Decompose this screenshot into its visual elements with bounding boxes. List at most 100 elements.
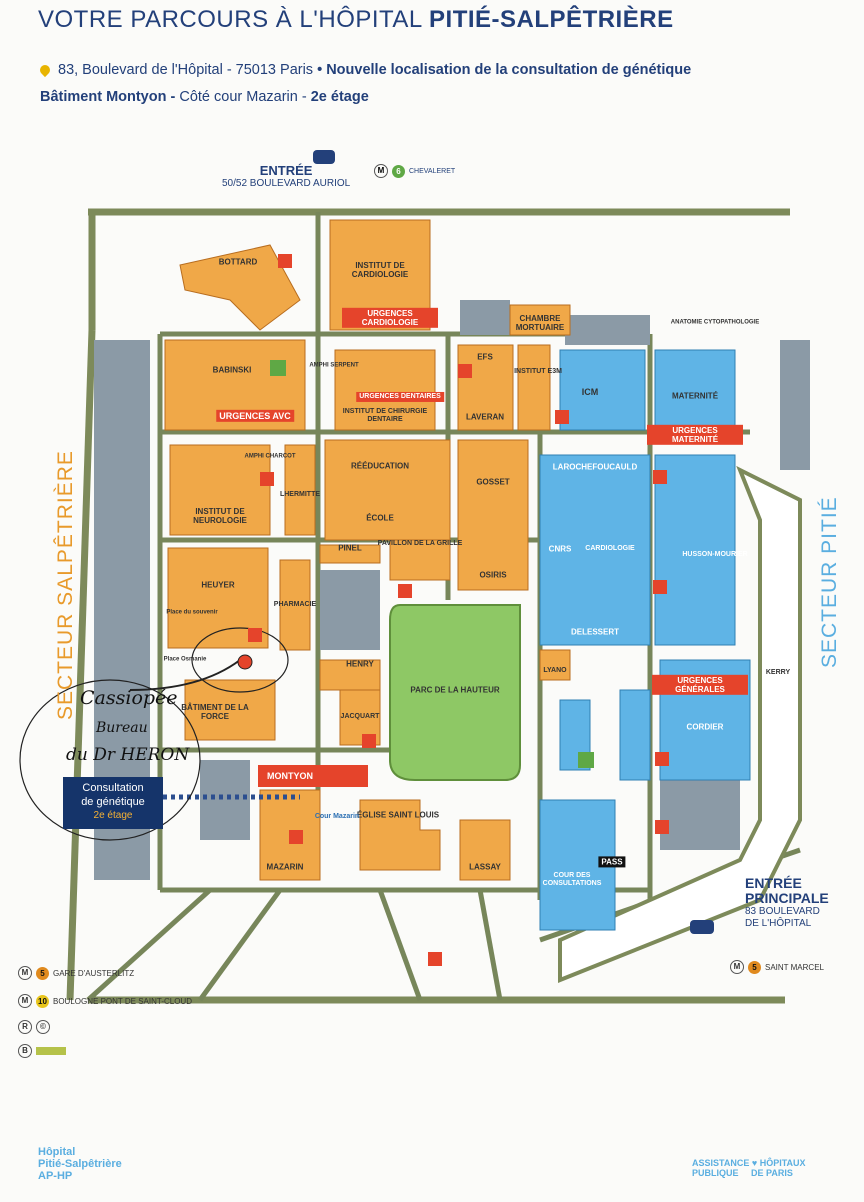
legend-rer: R © <box>18 1020 50 1034</box>
building-label-heuyer: HEUYER <box>201 580 235 590</box>
entrance-main: ENTRÉE PRINCIPALE 83 BOULEVARD DE L'HÔPI… <box>745 876 829 930</box>
building-label-cardiologie-bleu: CARDIOLOGIE <box>585 544 635 552</box>
rer-line-badge: © <box>36 1020 50 1034</box>
annotation-dr-heron: du Dr HERON <box>66 745 190 765</box>
entrance-main-address1: 83 BOULEVARD <box>745 906 820 917</box>
metro-station-name: SAINT MARCEL <box>765 962 824 972</box>
entrance-main-address2: DE L'HÔPITAL <box>745 918 812 929</box>
building-label-reeducation: RÉÉDUCATION <box>350 461 410 471</box>
building-label-bat-force: BÂTIMENT DE LA FORCE <box>181 702 249 721</box>
bus-lines-badges <box>36 1047 66 1055</box>
metro-station-name: CHEVALERET <box>409 167 456 175</box>
building-label-place-du-souvenir: Place du souvenir <box>166 609 218 616</box>
building-label-pinel: PINEL <box>338 543 362 553</box>
page-title: VOTRE PARCOURS À L'HÔPITAL PITIÉ-SALPÊTR… <box>38 6 674 34</box>
metro-line-badge: 10 <box>36 994 49 1008</box>
legend-metro-saint-marcel: M 5 SAINT MARCEL <box>730 960 824 974</box>
building-label-lhermitte: LHERMITTE <box>279 490 321 498</box>
building-label-chambre-mortuaire: CHAMBRE MORTUAIRE <box>515 313 565 332</box>
building-label-lassay: LASSAY <box>469 862 501 872</box>
building-label-delessert: DELESSERT <box>570 627 620 637</box>
consultation-box: Consultation de génétique 2e étage <box>63 777 163 829</box>
annotation-bureau: Bureau <box>96 720 148 736</box>
orange-buildings <box>164 219 571 881</box>
entrance-main-title2: PRINCIPALE <box>745 890 829 906</box>
montyon-building <box>258 765 368 787</box>
entrance-main-title1: ENTRÉE <box>745 875 802 891</box>
footer-right-line3: HÔPITAUX <box>759 1158 806 1168</box>
building-label-montyon: MONTYON <box>267 770 313 781</box>
building-label-ecole: ÉCOLE <box>366 513 394 523</box>
building-label-pass: PASS <box>598 856 626 868</box>
sector-pitie-label: SECTEUR PITIÉ <box>818 496 841 668</box>
building-label-cour-consultations: COUR DES CONSULTATIONS <box>542 871 602 887</box>
building-side: Côté cour Mazarin - <box>179 89 307 105</box>
building-label-henry: HENRY <box>346 659 374 669</box>
metro-chevaleret: M 6 CHEVALERET <box>374 164 455 178</box>
building-label-maternite: MATERNITÉ <box>671 391 719 401</box>
annotation-cassiopee: Cassiopée <box>80 687 178 709</box>
address-note: • Nouvelle localisation de la consultati… <box>317 62 692 78</box>
consultation-line1: Consultation <box>82 782 144 794</box>
building-label-anatomie: ANATOMIE CYTOPATHOLOGIE <box>670 319 760 326</box>
building-label-cordier: CORDIER <box>686 722 724 732</box>
footer-hospital-logo: Hôpital Pitié-Salpêtrière AP-HP <box>38 1146 122 1182</box>
car-icon-main <box>690 920 714 934</box>
metro-icon: M <box>730 960 744 974</box>
metro-station-name: GARE D'AUSTERLITZ <box>53 968 135 978</box>
building-label-parc: PARC DE LA HAUTEUR <box>410 685 500 695</box>
building-label-gosset: GOSSET <box>476 477 510 487</box>
consultation-floor: 2e étage <box>93 810 133 821</box>
building-label-pharmacie: PHARMACIE <box>273 600 317 608</box>
building-label-kerry: KERRY <box>765 668 791 676</box>
building-label-efs: EFS <box>477 352 493 362</box>
roads <box>66 208 790 1004</box>
building-label-chirurgie-dentaire: INSTITUT DE CHIRURGIE DENTAIRE <box>342 407 428 423</box>
blue-buildings <box>539 349 751 931</box>
building-floor: 2e étage <box>310 89 369 105</box>
metro-icon: M <box>374 164 388 178</box>
building-label-place-osmanie: Place Osmanie <box>163 656 207 663</box>
building-name: Bâtiment Montyon - <box>40 89 176 105</box>
metro-station-name: BOULOGNE PONT DE SAINT-CLOUD <box>53 996 192 1006</box>
building-label-osiris: OSIRIS <box>479 570 507 580</box>
building-label-neurologie: INSTITUT DE NEUROLOGIE <box>193 506 247 525</box>
bus-stop-markers <box>248 254 669 966</box>
footer-aphp-logo: ASSISTANCE ♥ HÔPITAUX PUBLIQUE DE PARIS <box>692 1158 806 1178</box>
building-label-cardiologie: INSTITUT DE CARDIOLOGIE <box>351 260 409 279</box>
footer-left-line2: Pitié-Salpêtrière <box>38 1158 122 1170</box>
building-label-eglise: ÉGLISE SAINT LOUIS <box>356 810 440 820</box>
footer-right-line1: ASSISTANCE <box>692 1158 750 1168</box>
building-label-cnrs: CNRS <box>548 544 572 554</box>
building-label-urgences-dentaires: URGENCES DENTAIRES <box>356 391 444 403</box>
park-area <box>389 604 521 781</box>
bus-icon: B <box>18 1044 32 1058</box>
building-label-mazarin: MAZARIN <box>266 862 304 872</box>
legend-metro-10: M 10 BOULOGNE PONT DE SAINT-CLOUD <box>18 994 192 1008</box>
metro-line-badge: 5 <box>748 960 761 974</box>
footer-right-line4: DE PARIS <box>751 1168 793 1178</box>
building-label-lyano: LYANO <box>543 666 567 674</box>
footer-right-line2: PUBLIQUE <box>692 1168 739 1178</box>
building-label-husson-mourier: HUSSON-MOURIER <box>682 550 748 558</box>
title-highlight: PITIÉ-SALPÊTRIÈRE <box>429 6 674 33</box>
building-label-institut-e3m: INSTITUT E3M <box>514 367 562 375</box>
metro-icon: M <box>18 966 32 980</box>
building-label-babinski: BABINSKI <box>212 365 252 375</box>
address-line-1: 83, Boulevard de l'Hôpital - 75013 Paris… <box>37 62 692 78</box>
building-label-bottard: BOTTARD <box>218 257 258 267</box>
legend-bus: B <box>18 1044 66 1058</box>
title-prefix: VOTRE PARCOURS À L'HÔPITAL <box>38 6 422 33</box>
entrance-top-address: 50/52 BOULEVARD AURIOL <box>222 178 351 189</box>
building-label-laveran: LAVERAN <box>465 412 505 422</box>
building-label-icm: ICM <box>581 386 599 397</box>
building-label-jacquart: JACQUART <box>340 712 380 720</box>
footer-left-line3: AP-HP <box>38 1170 73 1182</box>
metro-line-badge: 6 <box>392 164 405 178</box>
car-icon <box>313 150 335 164</box>
building-label-larochefoucauld: LAROCHEFOUCAULD <box>552 462 638 472</box>
building-label-urgences-generales: URGENCES GÉNÉRALES <box>652 674 748 696</box>
legend-metro-5: M 5 GARE D'AUSTERLITZ <box>18 966 134 980</box>
sector-salpetriere-label: SECTEUR SALPÊTRIÈRE <box>54 450 77 720</box>
